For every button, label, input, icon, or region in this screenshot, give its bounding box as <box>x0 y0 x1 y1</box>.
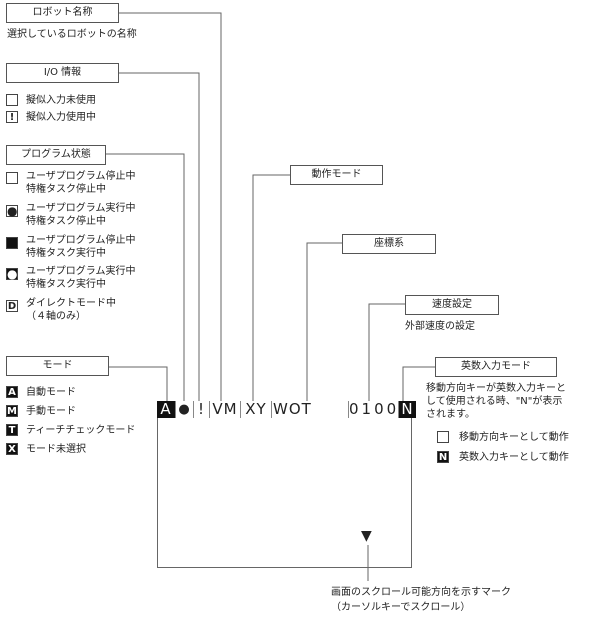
status-program: ● <box>176 401 194 418</box>
status-tool: WOT <box>272 401 349 418</box>
program-white-dot-icon: ● <box>6 267 18 281</box>
program-item: 特権タスク停止中 <box>26 184 106 195</box>
mode-item: 手動モード <box>26 406 76 417</box>
status-speed: 0100 <box>349 400 400 418</box>
scroll-down-icon: ▼ <box>361 528 372 544</box>
scroll-desc: （カーソルキーでスクロール） <box>331 602 471 613</box>
program-filled-square-icon <box>6 237 18 249</box>
mode-item: 自動モード <box>26 387 76 398</box>
speed-label: 速度設定 <box>405 295 499 315</box>
motion-mode-label: 動作モード <box>290 165 383 185</box>
mode-item: ティーチチェックモード <box>26 425 136 436</box>
program-direct-icon: D <box>6 300 18 312</box>
scroll-desc: 画面のスクロール可能方向を示すマーク <box>331 587 511 598</box>
program-blank-icon <box>6 172 18 184</box>
program-item: 特権タスク停止中 <box>26 216 106 227</box>
mode-item: モード未選択 <box>26 444 86 455</box>
screen-area <box>157 418 412 568</box>
mode-label: モード <box>6 356 109 376</box>
alnum-label: 英数入力モード <box>435 357 557 377</box>
alnum-desc: されます。 <box>426 409 475 420</box>
program-state-label: プログラム状態 <box>6 145 106 165</box>
status-alnum: N <box>399 401 416 418</box>
program-item: 特権タスク実行中 <box>26 279 106 290</box>
mode-auto-icon: A <box>6 386 18 398</box>
io-label: I/O 情報 <box>6 63 119 83</box>
io-item: 擬似入力使用中 <box>26 112 96 123</box>
alnum-n-icon: N <box>437 451 449 463</box>
program-item: ユーザプログラム停止中 <box>26 171 136 182</box>
robot-name-label: ロボット名称 <box>6 3 119 23</box>
mode-none-icon: X <box>6 443 18 455</box>
program-dot-icon: ● <box>6 204 18 218</box>
alnum-desc: して使用される時、"N"が表示 <box>426 396 563 407</box>
alnum-item: 移動方向キーとして動作 <box>459 432 569 443</box>
program-item: ユーザプログラム実行中 <box>26 203 136 214</box>
status-bar: A ● ! VM XY WOT 0100 N <box>157 401 416 418</box>
program-item: ユーザプログラム停止中 <box>26 235 136 246</box>
alnum-desc: 移動方向キーが英数入力キーと <box>426 383 566 394</box>
robot-name-desc: 選択しているロボットの名称 <box>7 29 137 40</box>
coord-label: 座標系 <box>342 234 436 254</box>
status-io: ! <box>194 401 210 418</box>
mode-manual-icon: M <box>6 405 18 417</box>
mode-teach-icon: T <box>6 424 18 436</box>
io-item: 擬似入力未使用 <box>26 95 96 106</box>
alnum-item: 英数入力キーとして動作 <box>459 452 569 463</box>
io-blank-icon <box>6 94 18 106</box>
status-mode: A <box>157 401 176 418</box>
program-item: 特権タスク実行中 <box>26 248 106 259</box>
alnum-blank-icon <box>437 431 449 443</box>
program-item: ユーザプログラム実行中 <box>26 266 136 277</box>
program-item: （４軸のみ） <box>26 311 86 322</box>
program-item: ダイレクトモード中 <box>26 298 116 309</box>
io-exclamation-icon: ! <box>6 111 18 123</box>
status-motion-mode: VM <box>210 401 241 418</box>
speed-desc: 外部速度の設定 <box>405 321 475 332</box>
status-coord: XY <box>241 401 272 418</box>
